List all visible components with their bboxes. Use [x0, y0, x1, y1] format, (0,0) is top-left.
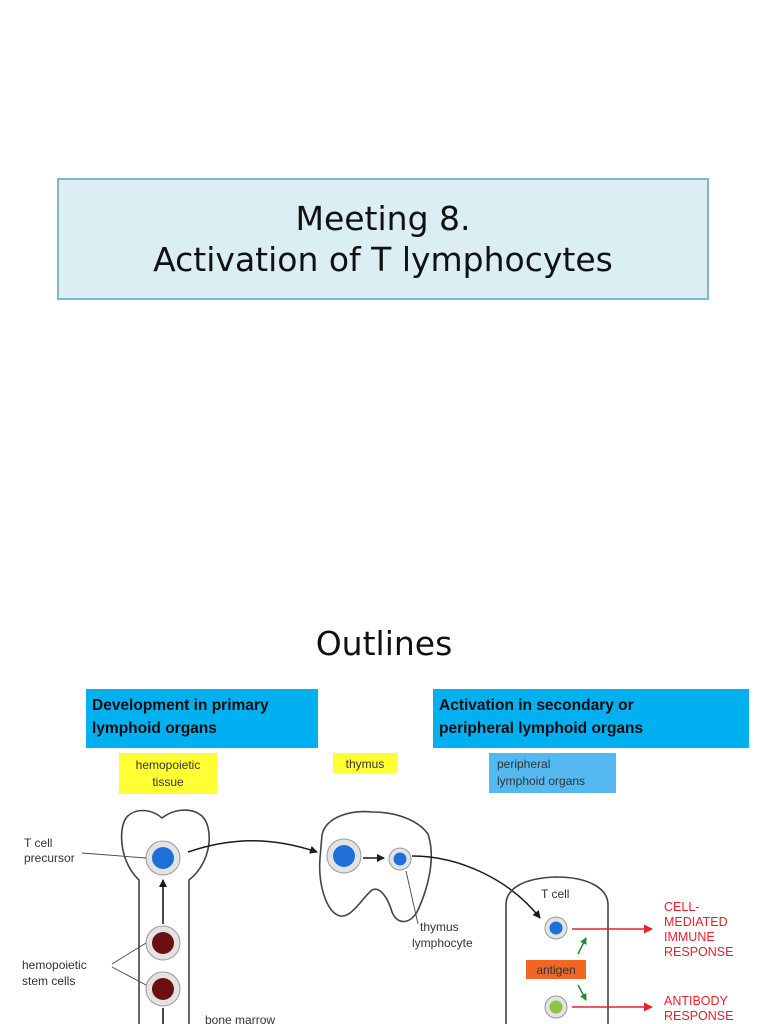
antigen-activation-arrow-down	[577, 984, 587, 1001]
cell-mediated-response-line-3: IMMUNE	[664, 930, 715, 944]
naive-t-cell-nucleus	[549, 921, 563, 935]
t-cell-precursor-nucleus	[152, 847, 174, 869]
primary-development-box: Development in primary lymphoid organs	[86, 689, 318, 748]
hemopoietic-tissue-tag-line-1: hemopoietic	[136, 758, 201, 772]
primary-development-line-1: Development in primary	[92, 697, 269, 714]
slide-title-box: Meeting 8. Activation of T lymphocytes	[57, 178, 709, 300]
thymus-tag-text: thymus	[346, 757, 385, 771]
thymus-lymphocyte-label-line-1: thymus	[420, 920, 459, 934]
antigen-tag	[526, 960, 586, 979]
slide-title-line-1: Meeting 8.	[295, 198, 471, 238]
outlines-title: Outlines	[315, 624, 453, 663]
t-cell-precursor-label-line-2: precursor	[24, 851, 75, 865]
cell-mediated-response-line-2: MEDIATED	[664, 915, 728, 929]
antigen-tag-text: antigen	[536, 963, 575, 977]
t-cell-precursor-label-line-1: T cell	[24, 836, 52, 850]
thymus-precursor-nucleus	[333, 845, 355, 867]
peripheral-organ-outline	[505, 876, 609, 1024]
cell-mediated-response-line-1: CELL-	[664, 900, 699, 914]
thymus-lymphocyte-label-line-2: lymphocyte	[412, 936, 473, 950]
precursor-migration-arrow	[187, 840, 318, 854]
secondary-activation-line-2: peripheral lymphoid organs	[439, 720, 644, 737]
thymus-lymphocyte-nucleus	[393, 852, 407, 866]
thymus-outline	[318, 810, 432, 923]
secondary-activation-line-1: Activation in secondary or	[439, 697, 634, 714]
bone-marrow-label: bone marrow	[205, 1013, 275, 1024]
antibody-response-line-1: ANTIBODY	[664, 994, 729, 1008]
slide-title-line-2: Activation of T lymphocytes	[153, 240, 613, 279]
stem-cell-upper-nucleus	[152, 932, 174, 954]
t-cell-precursor-pointer	[81, 852, 147, 859]
antigen-activation-arrow-up	[577, 937, 587, 955]
peripheral-lymphoid-organs-tag-line-1: peripheral	[497, 757, 550, 771]
stem-cell-lower-nucleus	[152, 978, 174, 1000]
primary-development-line-2: lymphoid organs	[92, 720, 217, 737]
bone-marrow-outline	[120, 809, 210, 1024]
lymphocyte-migration-arrow	[411, 855, 541, 919]
thymus-lymphocyte-pointer	[405, 870, 419, 925]
hemopoietic-tissue-tag	[119, 753, 217, 794]
hemopoietic-tissue-tag-line-2: tissue	[152, 775, 184, 789]
stem-cell-pointer-upper	[111, 942, 147, 965]
cell-mediated-response-line-4: RESPONSE	[664, 945, 733, 959]
stem-cell-pointer-lower	[111, 966, 147, 986]
stem-cells-label-line-2: stem cells	[22, 974, 75, 988]
stem-cells-label-line-1: hemopoietic	[22, 958, 87, 972]
helper-t-cell-nucleus	[549, 1000, 563, 1014]
secondary-activation-box: Activation in secondary or peripheral ly…	[433, 689, 749, 748]
peripheral-lymphoid-organs-tag-line-2: lymphoid organs	[497, 774, 585, 788]
antibody-response-line-2: RESPONSE	[664, 1009, 733, 1023]
thymus-tag	[333, 753, 397, 773]
t-cell-label: T cell	[541, 887, 569, 901]
peripheral-lymphoid-organs-tag	[489, 753, 616, 793]
